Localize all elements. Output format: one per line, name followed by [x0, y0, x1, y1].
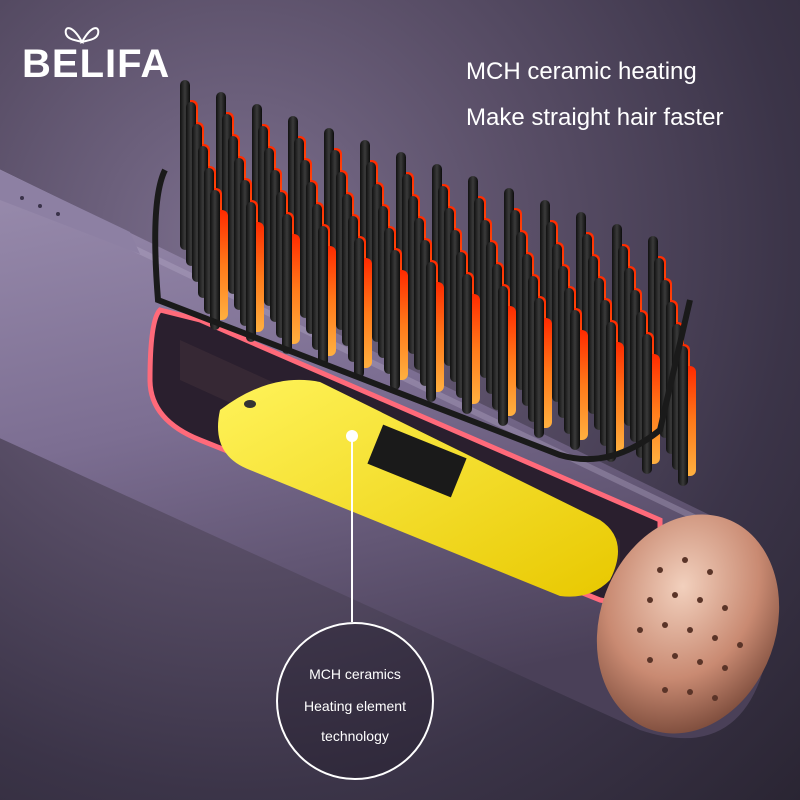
bristle: [570, 310, 580, 450]
comb-frame: [152, 168, 693, 463]
bristle: [426, 262, 436, 402]
bristle: [246, 202, 256, 342]
callout-line-3: technology: [321, 728, 389, 744]
bristle: [354, 238, 364, 378]
heater-slot: [367, 424, 467, 498]
bristle: [210, 190, 220, 330]
brand-name: BELIFA: [22, 42, 171, 86]
feature-callout: MCH ceramics Heating element technology: [276, 622, 434, 780]
vented-end-cap: [596, 514, 780, 734]
headline-line-2: Make straight hair faster: [466, 104, 724, 131]
bristle: [534, 298, 544, 438]
bristle: [606, 322, 616, 462]
callout-line-1: MCH ceramics: [309, 666, 401, 682]
bristle-comb: [180, 80, 696, 486]
callout-line-2: Heating element: [304, 698, 406, 714]
bristle: [318, 226, 328, 366]
bristle: [498, 286, 508, 426]
bristle: [678, 346, 688, 486]
bristle: [642, 334, 652, 474]
headline-line-1: MCH ceramic heating: [466, 58, 697, 85]
heating-element: [218, 379, 618, 597]
callout-dot: [346, 430, 358, 442]
bristle: [390, 250, 400, 390]
butterfly-logo-icon: [64, 27, 100, 44]
bristle: [282, 214, 292, 354]
brand-logo: BELIFA: [10, 12, 169, 86]
button-strip: [0, 170, 140, 254]
bristle: [462, 274, 472, 414]
